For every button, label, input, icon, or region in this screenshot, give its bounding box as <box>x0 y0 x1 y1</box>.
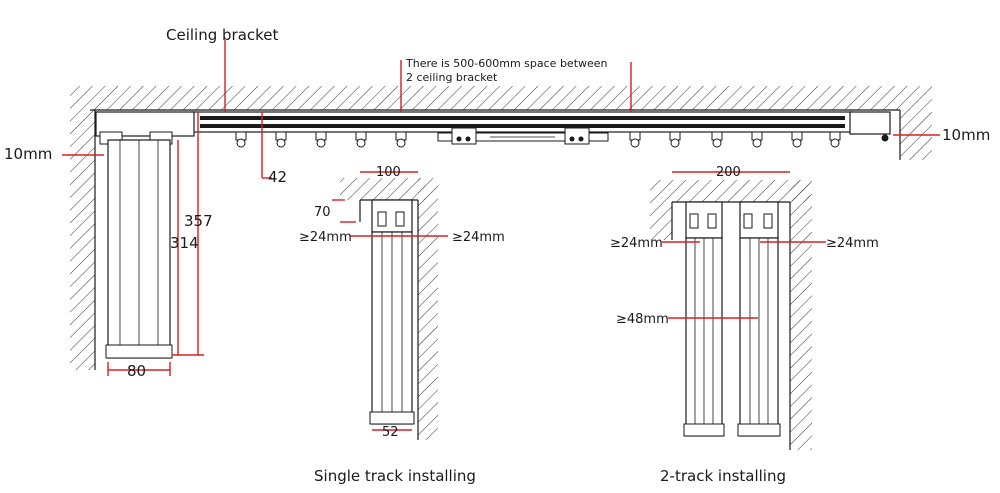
runner <box>355 131 367 148</box>
runner <box>669 131 681 148</box>
single-ceiling-hatch <box>340 178 426 200</box>
runner <box>315 131 327 148</box>
single-wall-hatch <box>418 178 438 440</box>
runner <box>395 131 407 148</box>
space-note-line1: There is 500-600mm space between <box>405 57 608 70</box>
right-gap-label: 10mm <box>942 126 990 144</box>
runner <box>629 131 641 148</box>
runners <box>235 131 841 148</box>
runner <box>829 131 841 148</box>
double-ceiling-hatch <box>650 180 810 202</box>
main-installation <box>62 40 940 376</box>
double-right-clear-label: ≥24mm <box>826 236 879 251</box>
master-carriers <box>437 127 609 145</box>
dim-314-label: 314 <box>170 234 199 252</box>
double-track-detail <box>650 171 826 450</box>
runner <box>235 131 247 148</box>
single-track-detail <box>332 171 448 440</box>
runner <box>751 131 763 148</box>
single-left-clear-label: ≥24mm <box>299 230 352 245</box>
double-between-label: ≥48mm <box>616 312 669 327</box>
space-note-line2: 2 ceiling bracket <box>406 71 498 84</box>
single-width-label: 100 <box>376 165 401 180</box>
runner <box>275 131 287 148</box>
dim-80-label: 80 <box>127 362 146 380</box>
dim-42-label: 42 <box>268 168 287 186</box>
single-drop-label: 70 <box>314 205 331 220</box>
double-width-label: 200 <box>716 165 741 180</box>
right-end-cap <box>849 111 891 135</box>
ceiling-bracket-label: Ceiling bracket <box>166 26 279 44</box>
dim-357-label: 357 <box>184 212 213 230</box>
double-wall-hatch <box>790 180 812 450</box>
caption-single-track: Single track installing <box>314 467 476 485</box>
double-left-clear-label: ≥24mm <box>610 236 663 251</box>
runner <box>711 131 723 148</box>
single-right-clear-label: ≥24mm <box>452 230 505 245</box>
ceiling-hatch <box>70 86 932 110</box>
caption-two-track: 2-track installing <box>660 467 786 485</box>
track-rail <box>191 111 853 133</box>
runner <box>791 131 803 148</box>
left-wall-hatch <box>70 110 95 370</box>
single-track-width-label: 52 <box>382 425 399 440</box>
left-gap-label: 10mm <box>4 145 52 163</box>
